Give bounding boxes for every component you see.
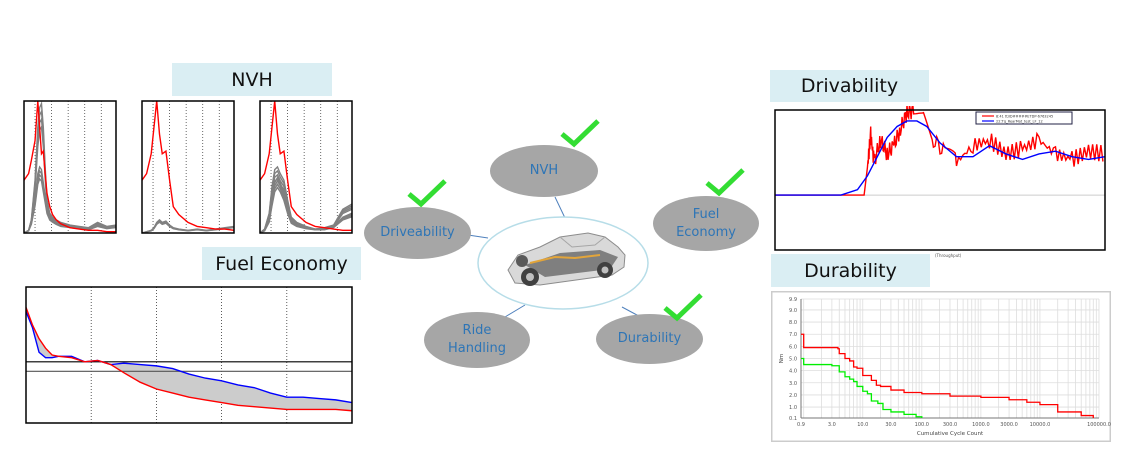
x-tick-label: 3.0 [828,422,836,428]
series-optimized [25,307,353,412]
series-measured [141,221,235,234]
series-target [141,100,235,232]
legend: 8:41 tt/ID#####ETDP-676324522:Tq_RearMot… [975,111,1073,125]
drivability-section-title: Drivability [770,70,929,102]
x-tick-label: 1000.0 [972,422,990,428]
ride-handling-line1: Ride [462,323,492,338]
plot-frame [774,109,1106,251]
plot-frame [141,100,235,234]
series-baseline [25,311,353,404]
fuel-economy-line2: Economy [676,224,736,240]
y-tick-label: 0.1 [789,416,797,422]
fuel-economy-chart [25,286,353,424]
drivability-chart: 8:41 tt/ID#####ETDP-676324522:Tq_RearMot… [774,106,1106,258]
x-tick-label: 100.0 [915,422,929,428]
ride-handling-line2: Handling [448,341,506,356]
chart-panel [771,291,1111,442]
nvh-section-title: NVH [172,63,332,96]
hub-connector-line [554,196,566,219]
series-model [775,120,1106,196]
nvh-chart-2 [141,100,235,234]
series-measured [259,177,353,234]
plot-frame [23,100,117,234]
series-reference [801,333,1094,418]
series-target [259,100,352,232]
nvh-chart-3 [259,100,353,234]
legend-entry: 8:41 tt/ID#####ETDP-6763245 [996,115,1053,119]
hub-node-durability-label: Durability [617,331,682,346]
plot-frame [259,100,353,234]
series-measured [775,106,1104,196]
durability-chart: 0.1 1.0 2.0 3.0 4.0 5.0 6.0 7.0 8.0 9.0 9.9 0.9 3.0 1… [771,291,1111,442]
y-tick-label: 3.0 [789,381,797,387]
hub-diagram [467,196,679,323]
hub-node-nvh[interactable]: NVH [490,145,598,197]
hub-node-durability[interactable]: Durability [596,314,703,364]
plot-frame [25,286,353,424]
series-measured [23,124,117,234]
series-target [23,100,116,233]
nvh-check-icon [560,119,600,148]
y-tick-label: 9.9 [789,297,797,303]
y-tick-label: 1.0 [789,405,797,411]
x-tick-label: 3000.0 [1000,422,1018,428]
legend-entry: 22:Tq_RearMot_test_LF_12 [996,120,1043,124]
x-tick-label: 10.0 [857,422,868,428]
x-tick-label: 10000.0 [1030,422,1051,428]
hub-connector-line [467,234,489,239]
fuel-economy-check-icon [705,168,745,197]
difference-hatch-area [26,307,352,411]
x-tick-label: 300.0 [943,422,957,428]
y-tick-label: 5.0 [789,357,797,363]
durability-check-icon [663,293,703,322]
series-measured [801,357,923,418]
series-measured-2 [259,186,353,234]
fuel-economy-section-title: Fuel Economy [202,247,361,280]
x-tick-label: 30.0 [885,422,896,428]
x-axis-label: (Throughput) [935,253,962,258]
x-axis-label: Cumulative Cycle Count [917,431,984,437]
y-tick-label: 4.0 [789,369,797,375]
durability-section-title: Durability [771,254,930,287]
hub-node-nvh-label: NVH [529,163,559,178]
y-tick-label: 8.0 [789,320,797,326]
x-tick-label: 100000.0 [1087,422,1111,428]
hub-node-driveability-label: Driveability [380,225,455,240]
hub-node-driveability[interactable]: Driveability [364,207,471,259]
car-cutaway-icon [507,232,626,286]
series-measured [23,100,117,234]
y-tick-label: 6.0 [789,344,797,350]
nvh-chart-1 [23,100,117,234]
y-tick-label: 2.0 [789,393,797,399]
driveability-check-icon [407,179,447,208]
y-axis-label: Nm [779,354,785,363]
fuel-economy-line1: Fuel [692,206,720,222]
x-tick-label: 0.9 [797,422,805,428]
y-tick-label: 7.0 [789,332,797,338]
y-tick-label: 9.0 [789,308,797,314]
